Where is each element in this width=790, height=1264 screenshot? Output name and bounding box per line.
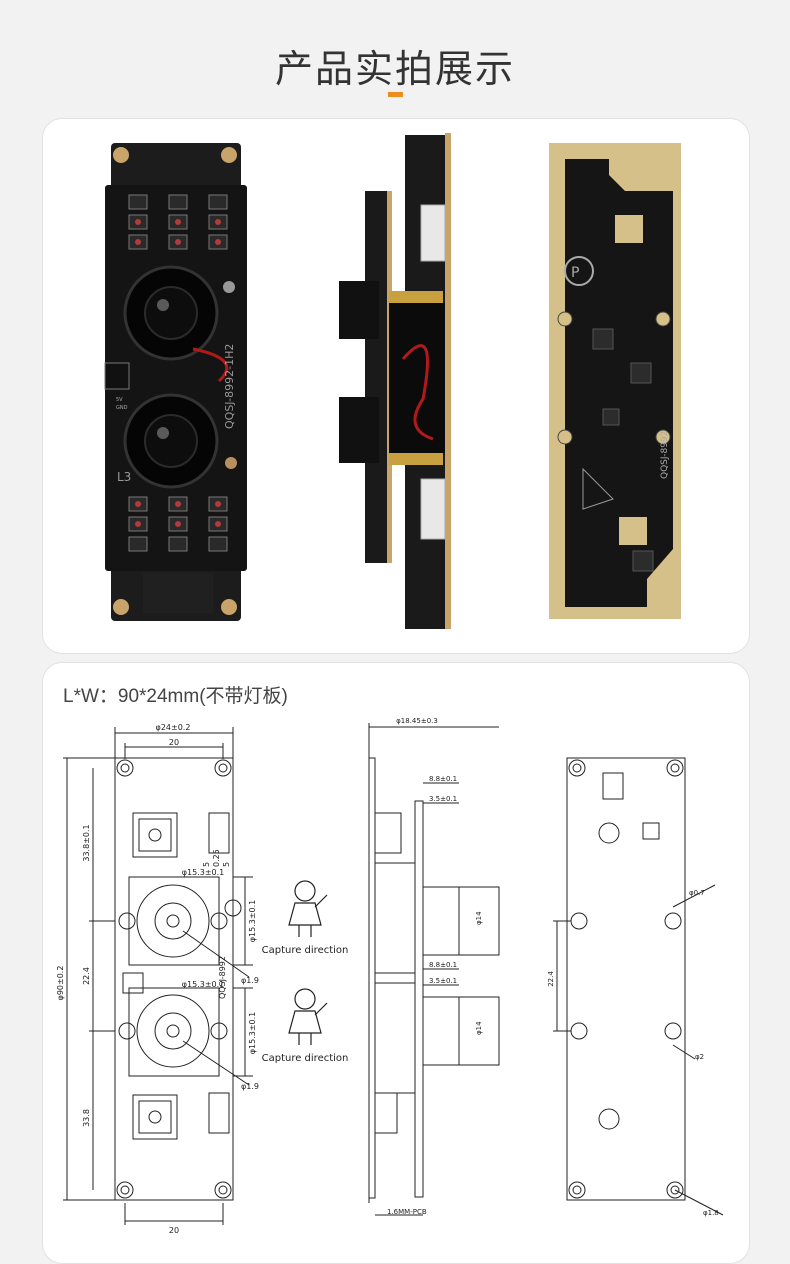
front-model-text: QQSJ-8992 <box>218 956 227 999</box>
front-view <box>63 727 253 1225</box>
side-dim-total: φ18.45±0.3 <box>396 717 438 725</box>
dim-length-total: φ90±0.2 <box>56 966 65 1001</box>
back-hole-small: φ2 <box>695 1053 704 1061</box>
dim-small-b: 0.25 <box>212 849 221 867</box>
dim-width-holes-bottom: 20 <box>169 1226 179 1235</box>
side-lens-dia-top: φ14 <box>475 911 483 925</box>
dim-seg-bottom: 33.8 <box>82 1109 91 1127</box>
technical-drawing: φ24±0.2 20 20 φ90±0.2 33.8±0.1 22.4 33.8… <box>56 717 724 1235</box>
pin-label-5v: 5V <box>116 397 123 403</box>
dim-lens-bottom: φ15.3±0.1 <box>182 980 225 989</box>
capture-direction-top: Capture direction <box>262 945 349 956</box>
capture-figure-top <box>288 880 328 937</box>
dim-lens-side-bottom: φ15.3±0.1 <box>248 1012 257 1055</box>
side-board-photo <box>339 133 451 629</box>
front-board-photo: 5V GND QQSJ-8992-1H2 L3 <box>104 143 247 621</box>
dim-width-holes-top: 20 <box>169 738 179 747</box>
side-dim-b-bottom: 3.5±0.1 <box>429 977 457 985</box>
front-silkscreen-label: L3 <box>117 470 131 484</box>
back-corner-hole: φ1.8 <box>703 1209 719 1217</box>
pin-label-gnd: GND <box>116 405 128 411</box>
side-view <box>368 723 500 1216</box>
photo-card: 5V GND QQSJ-8992-1H2 L3 <box>42 118 750 654</box>
svg-text:P: P <box>571 265 579 281</box>
dim-lens-top: φ15.3±0.1 <box>182 868 225 877</box>
dim-lens-side-top: φ15.3±0.1 <box>248 900 257 943</box>
back-hole-dim: φ0.7 <box>689 889 705 897</box>
side-lens-dia-bottom: φ14 <box>475 1021 483 1035</box>
back-board-photo: P QQSJ-8992 <box>549 143 681 619</box>
capture-direction-bottom: Capture direction <box>262 1053 349 1064</box>
dim-mount-hole-top: φ1.9 <box>241 976 259 985</box>
side-pcb-label: 1.6MM-PCB <box>387 1208 427 1216</box>
side-dim-b-top: 3.5±0.1 <box>429 795 457 803</box>
dim-small-a: 5 <box>202 862 211 867</box>
back-silkscreen-model: QQSJ-8992 <box>660 431 670 479</box>
back-view <box>553 757 724 1216</box>
front-silkscreen-model: QQSJ-8992-1H2 <box>223 344 236 429</box>
dim-seg-mid: 22.4 <box>82 967 91 985</box>
title-accent-bar <box>388 92 403 97</box>
back-pitch: 22.4 <box>547 971 555 987</box>
side-dim-a-bottom: 8.8±0.1 <box>429 961 457 969</box>
page-title: 产品实拍展示 <box>274 47 515 91</box>
dim-width-total: φ24±0.2 <box>156 723 191 732</box>
dim-mount-hole-bottom: φ1.9 <box>241 1082 259 1091</box>
size-label: L*W：90*24mm(不带灯板) <box>63 686 288 707</box>
side-dim-a-top: 8.8±0.1 <box>429 775 457 783</box>
product-photos: 5V GND QQSJ-8992-1H2 L3 <box>104 133 681 629</box>
dim-small-c: 5 <box>222 862 231 867</box>
dim-seg-top: 33.8±0.1 <box>82 824 91 861</box>
drawing-card: L*W：90*24mm(不带灯板) <box>42 662 750 1264</box>
capture-figure-bottom <box>288 988 328 1045</box>
